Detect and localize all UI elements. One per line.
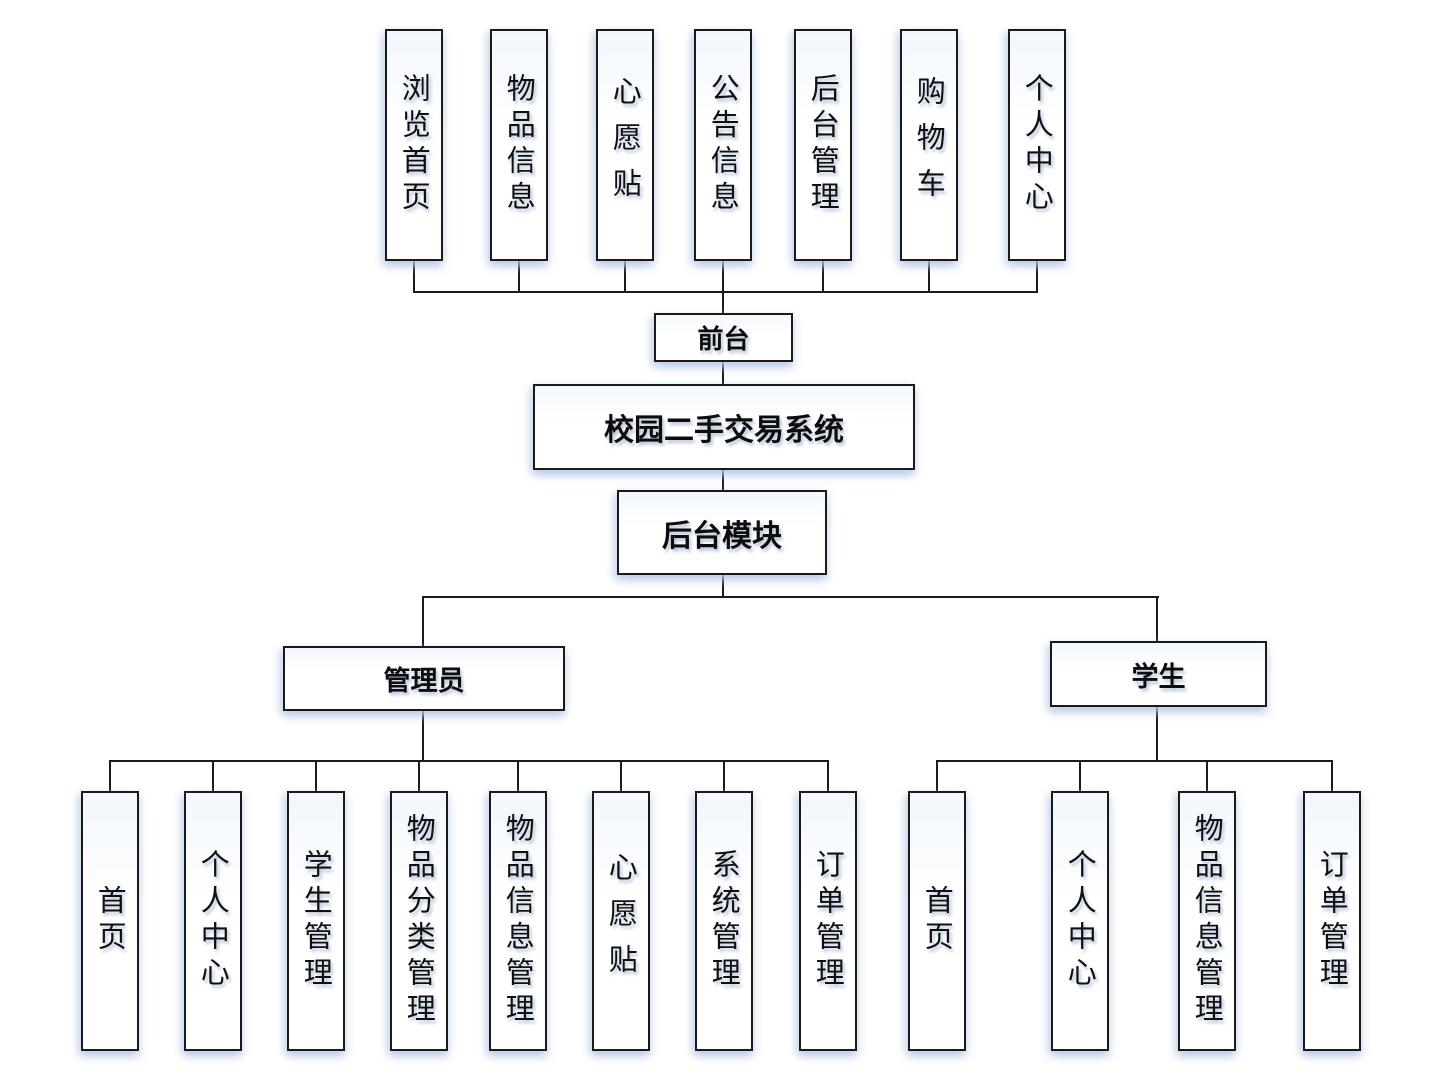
node-item-info-manage: 物品信息管理 (489, 791, 547, 1051)
node-label: 购物车 (912, 76, 947, 214)
connector-line (827, 760, 829, 792)
connector-line (422, 710, 424, 761)
connector-line (620, 760, 622, 792)
node-student: 学生 (1050, 641, 1267, 707)
node-student-personal-center: 个人中心 (1051, 791, 1109, 1051)
node-browse-home: 浏览首页 (385, 29, 443, 261)
node-label: 心愿贴 (604, 852, 639, 990)
node-admin-home: 首页 (81, 791, 139, 1051)
connector-line (1156, 596, 1158, 642)
node-label: 心愿贴 (608, 76, 643, 214)
node-label: 学生 (1131, 661, 1186, 693)
node-admin-personal-center: 个人中心 (184, 791, 242, 1051)
node-label: 学生管理 (299, 849, 334, 993)
connector-line (1331, 760, 1333, 792)
node-student-item-info-manage: 物品信息管理 (1178, 791, 1236, 1051)
connector-line (413, 261, 415, 292)
node-system-manage: 系统管理 (695, 791, 753, 1051)
node-item-category-manage: 物品分类管理 (390, 791, 448, 1051)
node-front: 前台 (654, 313, 793, 362)
node-label: 个人中心 (196, 849, 231, 993)
connector-line (422, 596, 424, 647)
connector-line (518, 261, 520, 292)
connector-line (1079, 760, 1081, 792)
connector-line (1156, 706, 1158, 761)
node-label: 公告信息 (706, 73, 741, 217)
node-student-manage: 学生管理 (287, 791, 345, 1051)
node-label: 首页 (93, 885, 128, 957)
node-label: 后台模块 (662, 518, 782, 554)
node-label: 物品分类管理 (402, 813, 437, 1029)
node-system-root: 校园二手交易系统 (533, 384, 915, 470)
node-label: 校园二手交易系统 (604, 413, 844, 448)
node-label: 管理员 (383, 666, 465, 697)
node-label: 物品信息管理 (501, 813, 536, 1029)
connector-line (212, 760, 214, 792)
connector-line (109, 760, 111, 792)
node-label: 订单管理 (1315, 849, 1350, 993)
node-announcement-info: 公告信息 (694, 29, 752, 261)
node-student-home: 首页 (908, 791, 966, 1051)
node-item-info: 物品信息 (490, 29, 548, 261)
connector-line (413, 291, 1038, 293)
connector-line (723, 760, 725, 792)
connector-line (936, 760, 938, 792)
connector-line (936, 760, 1333, 762)
connector-line (722, 361, 724, 385)
connector-line (928, 261, 930, 292)
node-shopping-cart: 购物车 (900, 29, 958, 261)
node-admin-order-manage: 订单管理 (799, 791, 857, 1051)
node-student-order-manage: 订单管理 (1303, 791, 1361, 1051)
connector-line (624, 261, 626, 292)
node-label: 物品信息 (502, 73, 537, 217)
node-backend-module: 后台模块 (617, 490, 827, 575)
connector-line (722, 291, 724, 314)
connector-line (722, 261, 724, 292)
connector-line (517, 760, 519, 792)
connector-line (822, 261, 824, 292)
connector-line (109, 760, 829, 762)
connector-line (722, 469, 724, 491)
node-label: 系统管理 (707, 849, 742, 993)
node-label: 个人中心 (1063, 849, 1098, 993)
node-backend-manage: 后台管理 (794, 29, 852, 261)
connector-line (1036, 261, 1038, 292)
node-admin: 管理员 (283, 646, 565, 711)
connector-line (422, 596, 1159, 598)
connector-line (722, 574, 724, 597)
node-label: 订单管理 (811, 849, 846, 993)
node-personal-center: 个人中心 (1008, 29, 1066, 261)
node-label: 后台管理 (806, 73, 841, 217)
node-label: 首页 (920, 885, 955, 957)
node-label: 前台 (697, 325, 750, 355)
connector-line (315, 760, 317, 792)
connector-line (418, 760, 420, 792)
connector-line (1206, 760, 1208, 792)
node-label: 个人中心 (1020, 73, 1055, 217)
node-label: 浏览首页 (397, 73, 432, 217)
node-wish-post: 心愿贴 (596, 29, 654, 261)
node-label: 物品信息管理 (1190, 813, 1225, 1029)
node-admin-wish-post: 心愿贴 (592, 791, 650, 1051)
